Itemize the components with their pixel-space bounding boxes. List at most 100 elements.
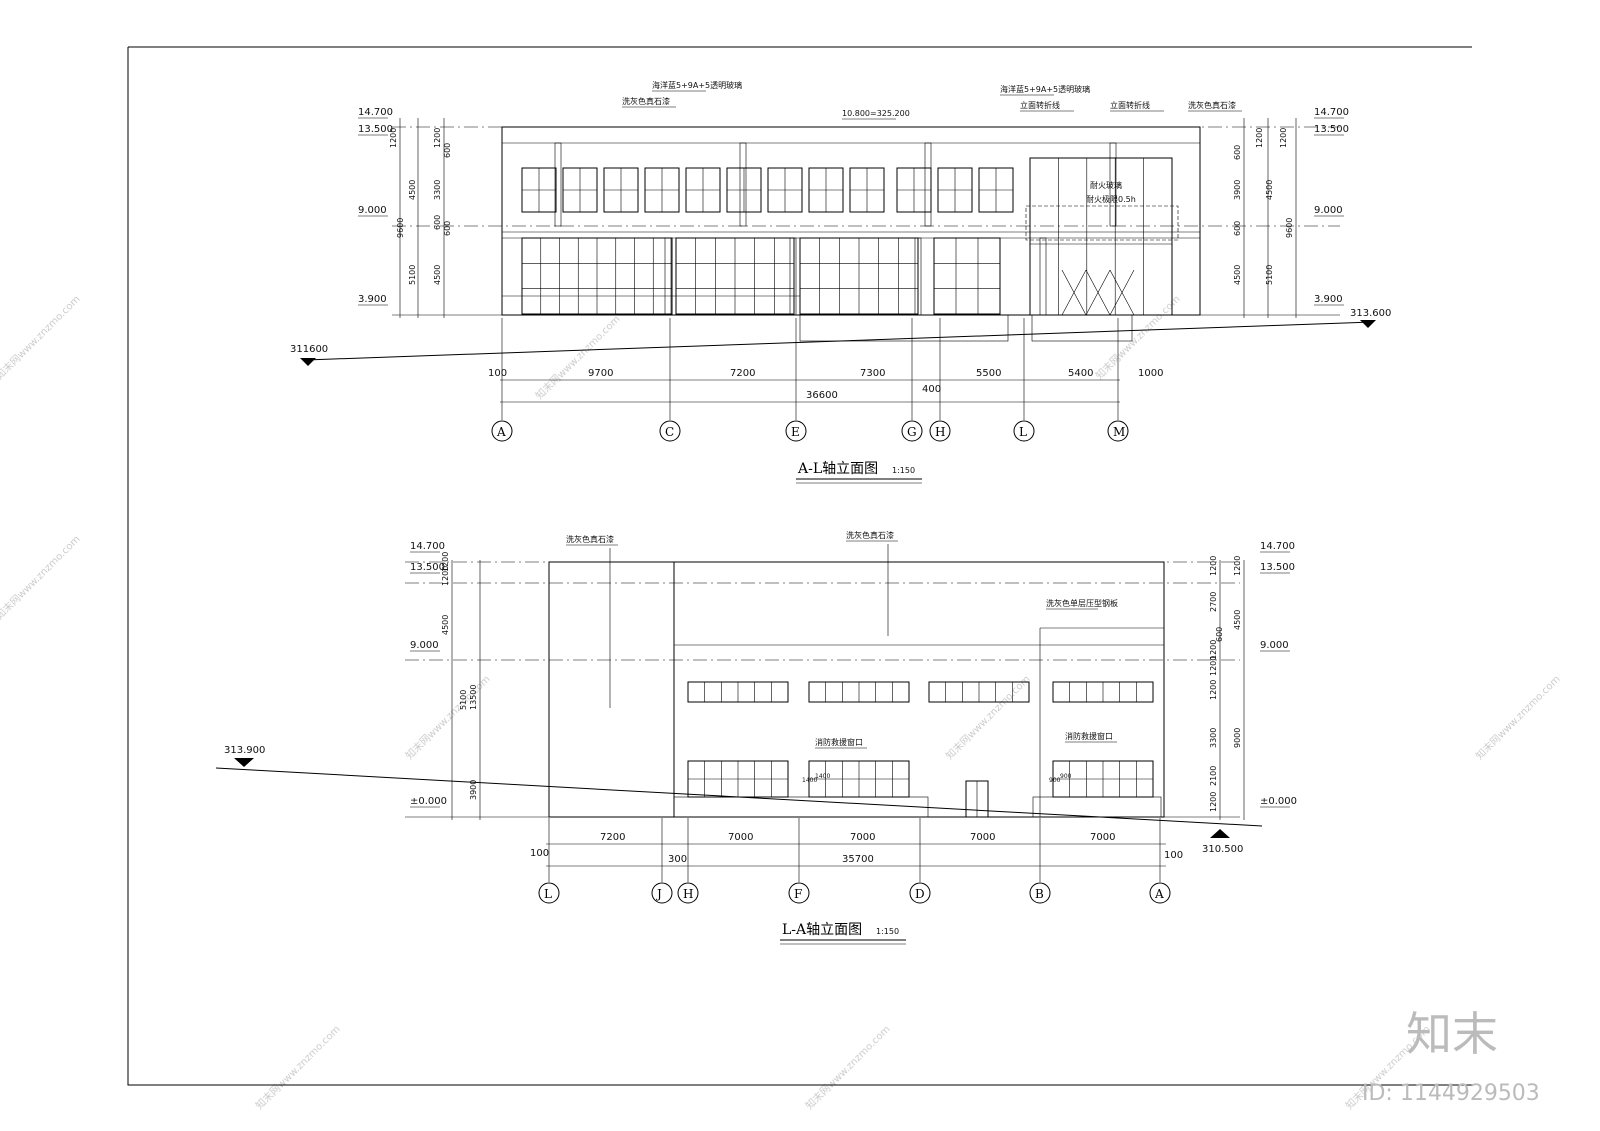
vertical-dimension: 600: [433, 215, 442, 230]
material-note: 洗灰色真石漆: [622, 96, 670, 106]
vertical-dimension: 5100: [408, 265, 417, 285]
axis-circle: [1107, 420, 1129, 442]
dim-value: 7000: [728, 832, 753, 843]
vertical-dimension: 1200: [1255, 128, 1264, 148]
vertical-dimension: 1200: [441, 552, 450, 572]
annotation-notes: 海洋蓝5+9A+5透明玻璃洗灰色真石漆10.800=325.200海洋蓝5+9A…: [622, 80, 1242, 120]
brand-logo: 知末: [1406, 1007, 1498, 1061]
level-label: 13.500: [1314, 124, 1349, 135]
level-labels: 14.70013.5009.0003.90014.70013.5009.0003…: [358, 107, 1349, 306]
dim-value: 1000: [1138, 368, 1163, 379]
door-swing: [1085, 269, 1111, 316]
vertical-dimension: 1200: [1209, 640, 1218, 660]
level-marker-right: [1360, 320, 1376, 328]
dim-value: 5400: [1068, 368, 1093, 379]
material-note: 立面转折线: [1110, 100, 1150, 110]
material-note: 海洋蓝5+9A+5透明玻璃: [1000, 84, 1090, 94]
dim-value: 400: [922, 384, 941, 395]
axis-label: J: [655, 887, 662, 901]
pilaster: [789, 237, 797, 316]
dim-value: 7000: [1090, 832, 1115, 843]
axis-label: H: [683, 887, 693, 901]
dim-value: 100: [1164, 850, 1183, 861]
dim-value: 100: [488, 368, 507, 379]
vertical-dimension: 4500: [408, 180, 417, 200]
dim-value: 7300: [860, 368, 885, 379]
vertical-dimension: 3300: [433, 180, 442, 200]
material-note: 洗灰色真石漆: [846, 530, 894, 540]
watermark: 知末网www.znzmo.com: [0, 292, 83, 382]
window-frame: [933, 237, 1001, 315]
high-windows: [687, 681, 1154, 798]
material-note: 立面转折线: [1020, 100, 1060, 110]
axis-label: A: [496, 425, 506, 439]
axis-label: B: [1035, 887, 1044, 901]
fire-glass-label: 耐火玻璃: [1090, 180, 1122, 190]
vertical-dimension: 4500: [1233, 265, 1242, 285]
material-note: 消防救援窗口: [815, 737, 863, 747]
view-title: L-A轴立面图: [782, 922, 862, 938]
vertical-dimension: 600: [1233, 145, 1242, 160]
vertical-dimension: 3300: [1209, 728, 1218, 748]
dim-value: 5500: [976, 368, 1001, 379]
vertical-dimension: 2100: [1209, 766, 1218, 786]
level-marker-left: [300, 358, 316, 366]
door-swing: [1109, 269, 1135, 316]
axis-circle: [909, 882, 931, 904]
ground-level-right: 313.600: [1350, 308, 1391, 319]
dim-value: 7200: [730, 368, 755, 379]
dim-value: 300: [668, 854, 687, 865]
horizontal-dimensions: 100 7200 300 7000 7000 7000 7000 100 35700: [530, 832, 1183, 867]
axis-label: L: [1019, 425, 1027, 439]
axis-label: L: [544, 887, 552, 901]
vertical-dimension: 9000: [1233, 728, 1242, 748]
dim-value: 9700: [588, 368, 613, 379]
axis-label: D: [915, 887, 925, 901]
vertical-dimension: 600: [443, 143, 452, 158]
view-title: A-L轴立面图: [797, 461, 878, 477]
level-marker-right: [1210, 829, 1230, 838]
dim-value: 7000: [970, 832, 995, 843]
vertical-dimension: 4500: [1233, 610, 1242, 630]
axis-circle: [659, 420, 681, 442]
id-label: ID: 1144929503: [1362, 1081, 1540, 1106]
axis-circle: [1013, 420, 1035, 442]
level-label: 9.000: [358, 205, 387, 216]
axis-circle: [901, 420, 923, 442]
vertical-dimension: 9600: [396, 218, 405, 238]
facade-outline: [501, 126, 1201, 316]
level-label: 14.700: [410, 541, 445, 552]
vertical-dimension: 600: [1233, 221, 1242, 236]
axis-circle: [785, 420, 807, 442]
dim-value: 7000: [850, 832, 875, 843]
dim-value: 100: [530, 848, 549, 859]
vertical-dimension: 5100: [1265, 265, 1274, 285]
pilaster: [1039, 237, 1047, 316]
dim-value: 7200: [600, 832, 625, 843]
upper-windows: [521, 142, 1117, 227]
dim-total: 35700: [842, 854, 874, 865]
ground-level-right: 310.500: [1202, 844, 1243, 855]
axis-label: C: [665, 425, 674, 439]
axis-circle: [651, 882, 673, 904]
level-label: 14.700: [1314, 107, 1349, 118]
level-label: 9.000: [1260, 640, 1289, 651]
level-label: 3.900: [358, 294, 387, 305]
material-note: 消防救援窗口: [1065, 731, 1113, 741]
elevation-bottom: 14001400900900 313.900 310.500 洗灰色真石漆洗灰色…: [215, 530, 1297, 945]
axis-label: F: [794, 887, 802, 901]
axis-circle: [788, 882, 810, 904]
sheet-border: [127, 46, 1472, 1086]
watermark: 知末网www.znzmo.com: [803, 1022, 893, 1112]
level-label: 13.500: [358, 124, 393, 135]
pilaster: [1109, 142, 1117, 227]
vertical-dimension: 1200: [1209, 680, 1218, 700]
vertical-dimension: 600: [443, 221, 452, 236]
material-note: 海洋蓝5+9A+5透明玻璃: [652, 80, 742, 90]
vertical-dimension: 9600: [1285, 218, 1294, 238]
curtain-grid: [1030, 158, 1172, 316]
watermark: 知末网www.znzmo.com: [533, 312, 623, 402]
